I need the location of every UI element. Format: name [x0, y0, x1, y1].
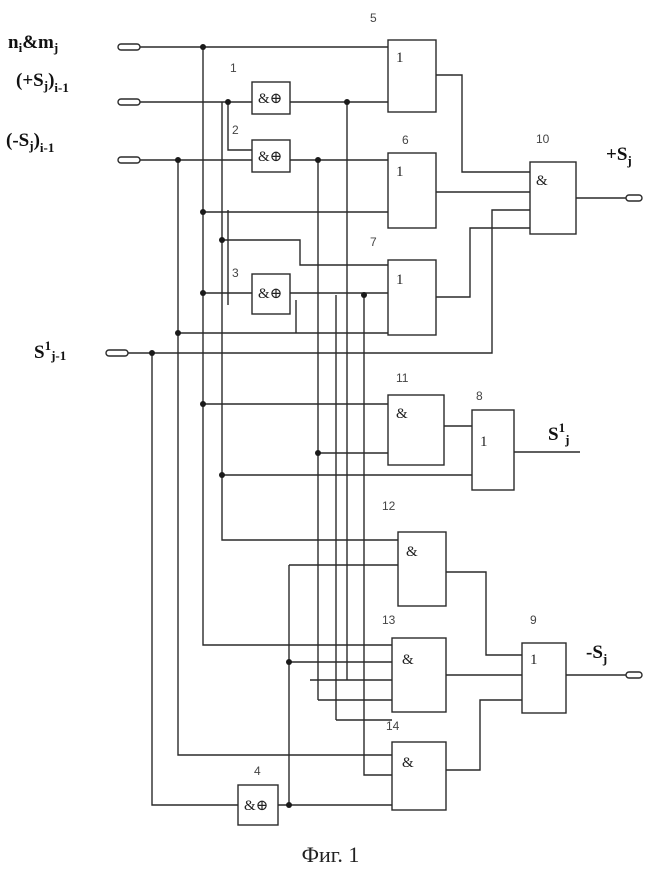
- gate-4-xor: &⊕ 4: [238, 764, 278, 825]
- gate-11-number: 11: [396, 371, 409, 385]
- gate-13-and: & 13: [382, 613, 446, 712]
- gate-14-and: & 14: [386, 719, 446, 810]
- input-label-n-and-m: ni&mj: [8, 32, 58, 55]
- gate-10-symbol: &: [536, 173, 548, 189]
- gate-5-number: 5: [370, 11, 377, 25]
- gate-9-number: 9: [530, 613, 537, 627]
- input-label-s1-prev: S1j-1: [34, 338, 66, 363]
- gate-3-number: 3: [232, 266, 239, 280]
- input-label-minus-s-prev: (-Sj)i-1: [6, 130, 54, 155]
- gate-2-symbol: &⊕: [258, 149, 282, 165]
- gate-1-xor: &⊕ 1: [230, 61, 290, 114]
- circuit-diagram: &⊕ 1 &⊕ 2 &⊕ 3 &⊕ 4 1 5 1 6 1 7 & 10: [0, 0, 661, 840]
- gate-12-and: & 12: [382, 499, 446, 606]
- gate-8-or: 1 8: [472, 389, 514, 490]
- gate-3-xor: &⊕ 3: [232, 266, 290, 314]
- gate-1-number: 1: [230, 61, 237, 75]
- gate-6-number: 6: [402, 133, 409, 147]
- gate-9-symbol: 1: [530, 652, 538, 668]
- gate-6-symbol: 1: [396, 164, 404, 180]
- gate-11-and: & 11: [388, 371, 444, 465]
- terminals: [106, 44, 642, 678]
- gate-6-or: 1 6: [388, 133, 436, 228]
- gate-5-symbol: 1: [396, 50, 404, 66]
- input-label-plus-s-prev: (+Sj)i-1: [16, 70, 69, 95]
- gate-13-number: 13: [382, 613, 396, 627]
- gate-8-number: 8: [476, 389, 483, 403]
- figure-caption: Фиг. 1: [0, 842, 661, 868]
- gate-12-symbol: &: [406, 544, 418, 560]
- gate-13-symbol: &: [402, 652, 414, 668]
- gate-14-number: 14: [386, 719, 400, 733]
- gate-7-or: 1 7: [370, 235, 436, 335]
- gate-4-number: 4: [254, 764, 261, 778]
- gate-2-number: 2: [232, 123, 239, 137]
- output-label-plus-s: +Sj: [606, 144, 632, 168]
- gate-9-or: 1 9: [522, 613, 566, 713]
- gate-1-symbol: &⊕: [258, 91, 282, 107]
- gate-10-and: & 10: [530, 132, 576, 234]
- gate-3-symbol: &⊕: [258, 286, 282, 302]
- gate-12-number: 12: [382, 499, 396, 513]
- gate-8-symbol: 1: [480, 434, 488, 450]
- gate-7-symbol: 1: [396, 272, 404, 288]
- output-label-s1: S1j: [548, 420, 569, 447]
- output-label-minus-s: -Sj: [586, 642, 607, 666]
- gate-10-number: 10: [536, 132, 550, 146]
- input-labels: ni&mj (+Sj)i-1 (-Sj)i-1 S1j-1: [6, 32, 69, 363]
- gate-11-symbol: &: [396, 406, 408, 422]
- gate-14-symbol: &: [402, 755, 414, 771]
- gate-7-number: 7: [370, 235, 377, 249]
- gate-4-symbol: &⊕: [244, 798, 268, 814]
- gate-5-or: 1 5: [370, 11, 436, 112]
- gate-2-xor: &⊕ 2: [232, 123, 290, 172]
